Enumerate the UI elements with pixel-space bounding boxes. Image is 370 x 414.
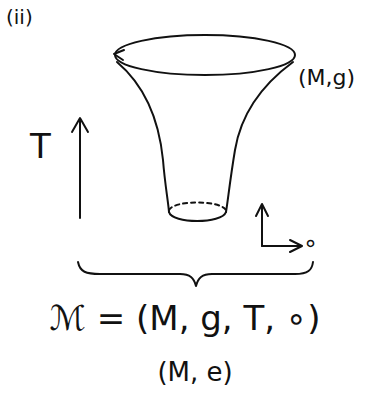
funnel-rim: [115, 35, 295, 75]
structure-formula: ℳ = (M, g, T, ∘): [50, 300, 321, 337]
funnel-side: [226, 62, 293, 212]
funnel-bottom: [169, 212, 226, 221]
manifold-label: (M,g): [298, 66, 355, 90]
time-arrow: [72, 118, 88, 218]
figure-number: (ii): [6, 6, 33, 28]
brace: [78, 262, 313, 286]
orientation-symbol: ∘: [303, 230, 318, 256]
axis-arrow: [256, 204, 268, 246]
funnel-bottom-hidden: [169, 203, 226, 211]
time-label: T: [30, 128, 51, 165]
rim-arrow: [114, 50, 124, 60]
pair-formula: (M, e): [157, 358, 232, 387]
axis-arrow: [262, 240, 302, 252]
funnel-side: [117, 62, 169, 212]
